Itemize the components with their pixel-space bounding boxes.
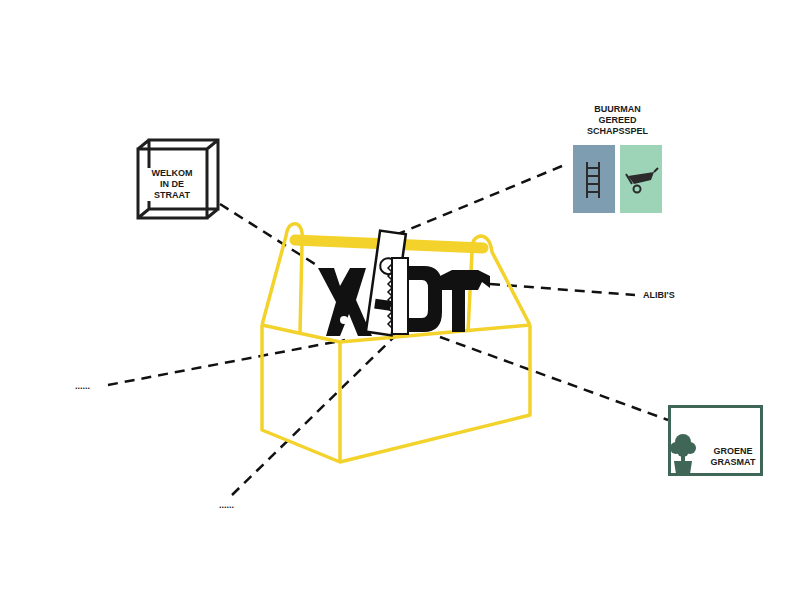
text-area: BUURMAN GEREED SCHAPSSPEL (578, 102, 657, 138)
wheelbarrow-icon (626, 168, 658, 193)
pliers (318, 268, 372, 336)
tree-icon (670, 434, 696, 474)
text-area: GROENE GRASMAT (704, 442, 762, 472)
node-text: GROENE GRASMAT (706, 446, 760, 468)
toolbox-body (262, 325, 530, 462)
cube-box: WELKOM IN DE STRAAT (136, 138, 220, 220)
leader-lines (108, 166, 668, 495)
placeholder-label: ...... (74, 381, 91, 392)
cube-lines (138, 140, 218, 218)
saw (388, 258, 408, 334)
ladder-icon (587, 162, 599, 198)
toolbox (262, 224, 530, 462)
hammer (440, 270, 490, 332)
framed-box: GROENE GRASMAT (668, 405, 763, 476)
placeholder-label: ...... (218, 500, 235, 511)
node-text: BUURMAN GEREED SCHAPSSPEL (582, 104, 654, 137)
title-card: BUURMAN GEREED SCHAPSSPEL (568, 98, 667, 143)
leader-line (398, 166, 562, 234)
node-text: WELKOM IN DE STRAAT (147, 168, 197, 201)
leader-line (108, 340, 345, 385)
wrench (408, 266, 442, 332)
tools (318, 231, 490, 336)
pliers-joint (340, 316, 348, 324)
callout-label: ALIBI'S (642, 290, 676, 301)
ladder-card (573, 145, 615, 213)
wheelbarrow-card (620, 145, 662, 213)
leader-line (232, 336, 395, 495)
leader-line (440, 337, 668, 420)
text-area: WELKOM IN DE STRAAT (144, 149, 200, 219)
toolbox-edge (338, 342, 342, 462)
